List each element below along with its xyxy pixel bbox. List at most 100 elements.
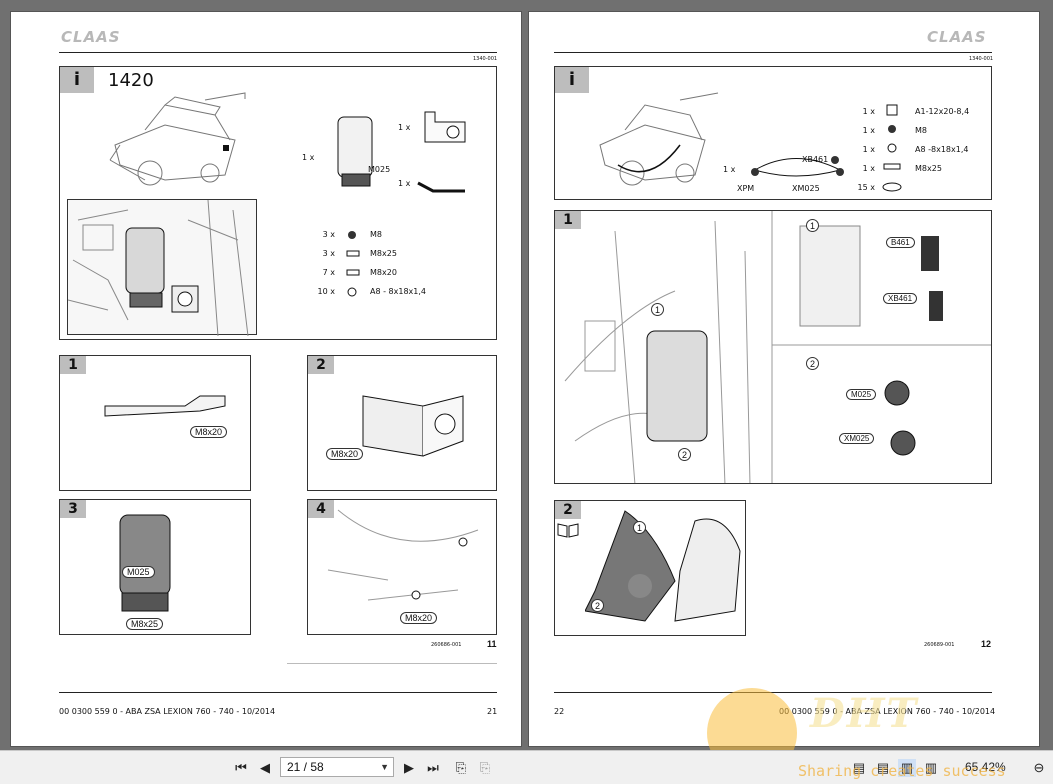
bracket-install-drawing xyxy=(104,395,226,417)
cable-end-label: XB461 xyxy=(802,155,829,164)
page-number-value: 21 / 58 xyxy=(287,760,324,774)
part-name: M8x25 xyxy=(915,164,942,173)
go-back-icon[interactable]: ⎘ xyxy=(455,760,467,775)
fastener-icons xyxy=(882,104,902,192)
continuous-view-icon[interactable]: ▤ xyxy=(876,760,890,775)
connector-label: XB461 xyxy=(883,293,918,304)
prev-page-button[interactable]: ◀ xyxy=(260,760,270,775)
step-4-box: 4 M8x20 xyxy=(307,499,497,635)
connector-label: XM025 xyxy=(839,433,875,444)
part-name: M8x20 xyxy=(370,268,397,277)
inner-page-number: 11 xyxy=(487,639,497,649)
inner-page-number: 12 xyxy=(981,639,992,649)
info-tag: i xyxy=(555,67,589,93)
cable-illustration xyxy=(751,156,844,177)
part-name: M8 xyxy=(915,126,927,135)
page-number: 21 xyxy=(487,707,498,716)
step-1-box: 1 M8x20 xyxy=(59,355,251,491)
bolt-install-drawing xyxy=(327,509,479,601)
motor-part-illustration xyxy=(337,116,373,187)
fastener-icons xyxy=(346,231,360,297)
part-qty: 3 x xyxy=(322,249,335,258)
single-page-view-icon[interactable]: ▤ xyxy=(852,760,866,775)
callout-2: 2 xyxy=(678,448,691,461)
go-forward-icon[interactable]: ⎘ xyxy=(479,760,491,775)
doc-ref: 1340-001 xyxy=(969,56,994,62)
part-name: A1-12x20-8,4 xyxy=(915,107,970,116)
page-number-field[interactable]: 21 / 58 ▼ xyxy=(280,757,394,777)
motor-install-drawing xyxy=(119,514,171,612)
header-rule xyxy=(59,52,497,53)
part-label: M8x20 xyxy=(400,612,438,624)
callout-1: 1 xyxy=(633,521,646,534)
part-qty: 10 x xyxy=(317,287,335,296)
part-qty: 15 x xyxy=(857,183,875,192)
step-number: 1 xyxy=(555,211,581,229)
divider xyxy=(287,663,497,664)
part-label: M025 xyxy=(122,566,155,578)
figure-ref: 260689-001 xyxy=(924,642,955,648)
parts-list: 1 x A1-12x20-8,4 1 x M8 1 x A8 -8x18x1,4 1 … xyxy=(855,104,985,197)
footer-text: 00 0300 559 0 - ABA ZSA LEXION 760 - 740… xyxy=(59,707,276,716)
detail-photo xyxy=(67,199,257,336)
part-name: M025 xyxy=(368,165,391,174)
callout-1: 1 xyxy=(806,219,819,232)
wiring-drawing xyxy=(564,211,991,483)
step-number: 2 xyxy=(555,501,581,519)
zoom-out-icon[interactable]: ⊖ xyxy=(1033,760,1045,775)
combine-illustration xyxy=(109,92,246,186)
callout-2: 2 xyxy=(806,357,819,370)
manual-book-icon xyxy=(557,523,579,538)
brand-logo: CLAAS xyxy=(927,28,987,46)
last-page-button[interactable]: ⏭ xyxy=(427,760,439,775)
zoom-level[interactable]: 65,42% xyxy=(965,760,1006,774)
next-page-button[interactable]: ▶ xyxy=(404,760,414,775)
combine-illustration xyxy=(599,92,719,186)
seat-drawing xyxy=(585,510,741,622)
step-2-box: 2 1 2 xyxy=(554,500,746,636)
step-number: 1 xyxy=(60,356,86,374)
cable-end-label: XPM xyxy=(737,184,755,193)
step-2-box: 2 M8x20 xyxy=(307,355,497,491)
callout-2: 2 xyxy=(591,599,604,612)
bracket-part-illustration xyxy=(424,111,466,143)
step-1-box: 1 1 2 1 2 B461 XB461 M025 xyxy=(554,210,992,484)
parts-list: 3 x M8 3 x M8x25 7 x M8x20 10 x A8 - 8x18x1,… xyxy=(315,227,495,307)
info-tag: i xyxy=(60,67,94,93)
part-name: M8 xyxy=(370,230,382,239)
part-qty: 1 x xyxy=(862,107,875,116)
model-title: 1420 xyxy=(108,70,154,91)
cable-end-label: XM025 xyxy=(792,184,820,193)
first-page-button[interactable]: ⏮ xyxy=(235,760,247,775)
callout-1: 1 xyxy=(651,303,664,316)
part-qty: 1 x xyxy=(398,179,411,188)
part-name: A8 -8x18x1,4 xyxy=(915,145,969,154)
info-box: i 1420 xyxy=(59,66,497,340)
part-label: M8x20 xyxy=(190,426,228,438)
part-qty: 3 x xyxy=(322,230,335,239)
part-qty: 1 x xyxy=(862,164,875,173)
part-qty: 7 x xyxy=(322,268,335,277)
footer-rule xyxy=(59,692,497,693)
info-box: i 1 x XPM XM025 XB461 xyxy=(554,66,992,200)
two-page-view-icon[interactable]: ▥ xyxy=(898,759,916,777)
part-qty: 1 x xyxy=(862,145,875,154)
watermark-tagline: Sharing creates success xyxy=(798,762,1006,780)
step-number: 2 xyxy=(308,356,334,374)
connector-label: M025 xyxy=(846,389,877,400)
watermark-logo: DHT xyxy=(810,690,919,737)
header-rule xyxy=(554,52,992,53)
chevron-down-icon[interactable]: ▼ xyxy=(380,762,389,772)
two-page-continuous-icon[interactable]: ▥ xyxy=(924,760,938,775)
part-qty: 1 x xyxy=(862,126,875,135)
viewer-toolbar: ⏮ ◀ 21 / 58 ▼ ▶ ⏭ ⎘ ⎘ ▤ ▤ ▥ ▥ 65,42% ⊖ xyxy=(0,750,1053,784)
strap-part-illustration xyxy=(417,181,465,193)
connector-label: B461 xyxy=(886,237,915,248)
part-name: M8x25 xyxy=(370,249,397,258)
part-label: M8x20 xyxy=(326,448,364,460)
step-3-box: 3 M025 M8x25 xyxy=(59,499,251,635)
part-name: A8 - 8x18x1,4 xyxy=(370,287,426,296)
part-label: M8x25 xyxy=(126,618,164,630)
brand-logo: CLAAS xyxy=(61,28,121,46)
